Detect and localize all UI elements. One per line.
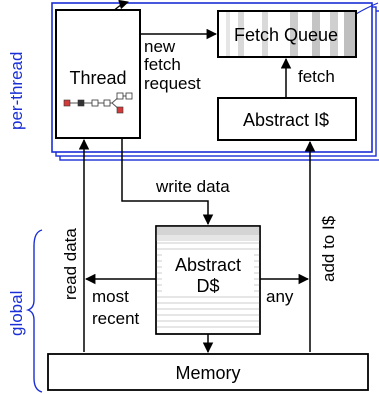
- read-data-label: read data: [61, 228, 80, 300]
- thread-box: [55, 9, 141, 139]
- new-fetch-request-label-1: new: [144, 37, 176, 56]
- abstract-icache-box: [217, 97, 357, 141]
- write-data-label: write data: [155, 177, 230, 196]
- abstract-dcache-label-1: Abstract: [175, 255, 241, 275]
- most-recent-label-2: recent: [92, 309, 140, 328]
- loop-tail: [355, 2, 379, 15]
- abstract-dcache-label-2: D$: [196, 276, 219, 296]
- any-label: any: [266, 287, 294, 306]
- memory-box: [47, 353, 369, 391]
- new-fetch-request-label-3: request: [144, 74, 201, 93]
- fetch-label: fetch: [298, 67, 335, 86]
- thread-graph-icon: [63, 92, 133, 114]
- write-data-arrow: [121, 138, 214, 226]
- global-brace: [25, 229, 43, 393]
- fetch-queue-box: [217, 10, 357, 58]
- abstract-icache-label: Abstract I$: [243, 110, 329, 130]
- new-fetch-request-label-2: fetch: [144, 55, 181, 74]
- memory-label: Memory: [175, 363, 240, 383]
- thread-box-label: Thread: [69, 68, 126, 88]
- fetch-queue-label: Fetch Queue: [234, 25, 338, 45]
- global-label: global: [7, 291, 26, 336]
- per-thread-label: per-thread: [7, 52, 26, 130]
- add-to-icache-label: add to I$: [319, 215, 338, 282]
- most-recent-label-1: most: [92, 287, 129, 306]
- abstract-dcache-label-bg: [162, 254, 254, 292]
